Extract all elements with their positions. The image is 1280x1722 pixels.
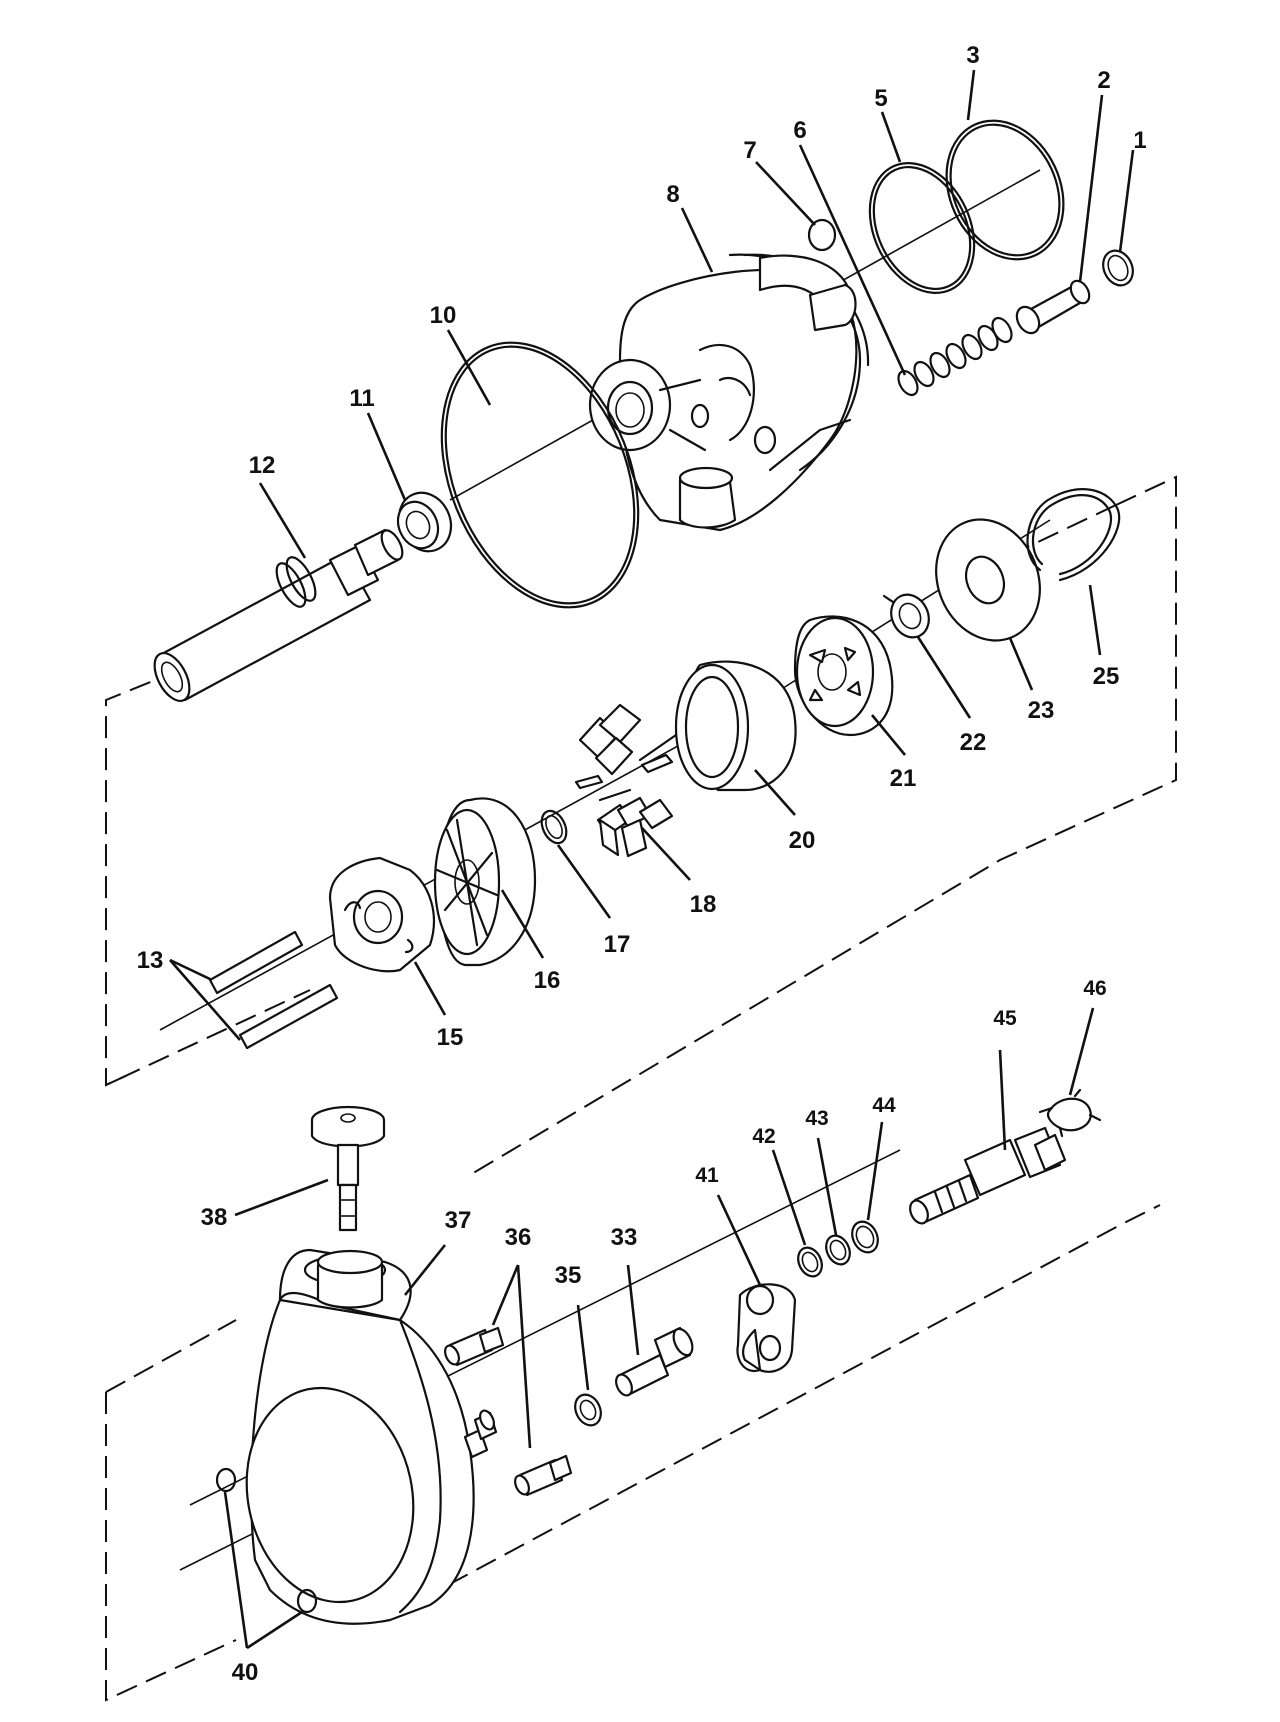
part-13-pins	[208, 930, 339, 1050]
part-40-o-rings	[215, 1467, 318, 1614]
part-25-snap-ring	[1026, 488, 1121, 582]
part-8-pump-housing	[588, 253, 870, 532]
part-2-valve	[1015, 279, 1091, 335]
callout-8: 8	[666, 181, 679, 208]
callout-labels: 1 2 3 5 6 7 8 10 11 12 13 15 16 17 18 20…	[137, 42, 1147, 1686]
callout-6: 6	[793, 117, 806, 144]
callout-21: 21	[890, 765, 917, 792]
part-35-ring	[574, 1393, 602, 1427]
part-12-shaft	[153, 528, 404, 702]
part-17-ring	[540, 809, 568, 845]
part-5-ring	[868, 162, 976, 294]
part-37-reservoir	[245, 1248, 475, 1625]
callout-13: 13	[137, 947, 164, 974]
callout-38: 38	[201, 1204, 228, 1231]
part-3-ring	[945, 119, 1065, 261]
leader-lines	[169, 69, 1135, 1650]
part-10-o-ring	[440, 341, 640, 609]
callout-12: 12	[249, 452, 276, 479]
part-38-cap	[310, 1105, 386, 1232]
part-42-ring	[797, 1246, 823, 1278]
part-33-fitting	[615, 1326, 694, 1397]
callout-3: 3	[966, 42, 979, 69]
callout-5: 5	[874, 85, 887, 112]
callout-33: 33	[611, 1224, 638, 1251]
callout-35: 35	[555, 1262, 582, 1289]
part-20-cam-ring	[674, 660, 797, 792]
callout-15: 15	[437, 1024, 464, 1051]
callout-18: 18	[690, 891, 717, 918]
part-41-bracket	[736, 1283, 797, 1373]
callout-45: 45	[993, 1007, 1017, 1030]
part-18-vanes	[574, 703, 678, 858]
part-6-spring	[897, 316, 1013, 397]
part-1-snap-ring	[1102, 249, 1134, 287]
part-45-sensor	[909, 1126, 1067, 1225]
callout-22: 22	[960, 729, 987, 756]
callout-20: 20	[789, 827, 816, 854]
callout-1: 1	[1133, 127, 1146, 154]
callout-23: 23	[1028, 697, 1055, 724]
callout-36: 36	[505, 1224, 532, 1251]
part-11-seal	[396, 491, 453, 553]
callout-42: 42	[752, 1125, 775, 1148]
assembly-boundary	[105, 475, 1177, 1702]
callout-40: 40	[232, 1659, 259, 1686]
part-36-fittings	[444, 1326, 573, 1497]
callout-2: 2	[1097, 67, 1110, 94]
callout-25: 25	[1093, 663, 1120, 690]
callout-17: 17	[604, 931, 631, 958]
part-22-retainer	[882, 593, 930, 639]
part-43-ring	[825, 1234, 851, 1266]
callout-7: 7	[743, 137, 756, 164]
part-44-ring	[851, 1220, 879, 1254]
callout-16: 16	[534, 967, 561, 994]
callout-44: 44	[872, 1094, 896, 1117]
part-23-end-plate	[935, 518, 1041, 642]
part-16-rotor	[433, 797, 537, 967]
part-21-thrust-plate	[793, 615, 894, 737]
callout-46: 46	[1083, 977, 1106, 1000]
part-46-clip	[1038, 1088, 1102, 1138]
callout-11: 11	[349, 385, 374, 412]
part-15-pressure-plate	[328, 856, 435, 973]
part-7-plug	[807, 218, 837, 252]
callout-41: 41	[695, 1164, 719, 1187]
callout-10: 10	[430, 302, 457, 329]
callout-37: 37	[445, 1207, 472, 1234]
callout-43: 43	[805, 1107, 828, 1130]
